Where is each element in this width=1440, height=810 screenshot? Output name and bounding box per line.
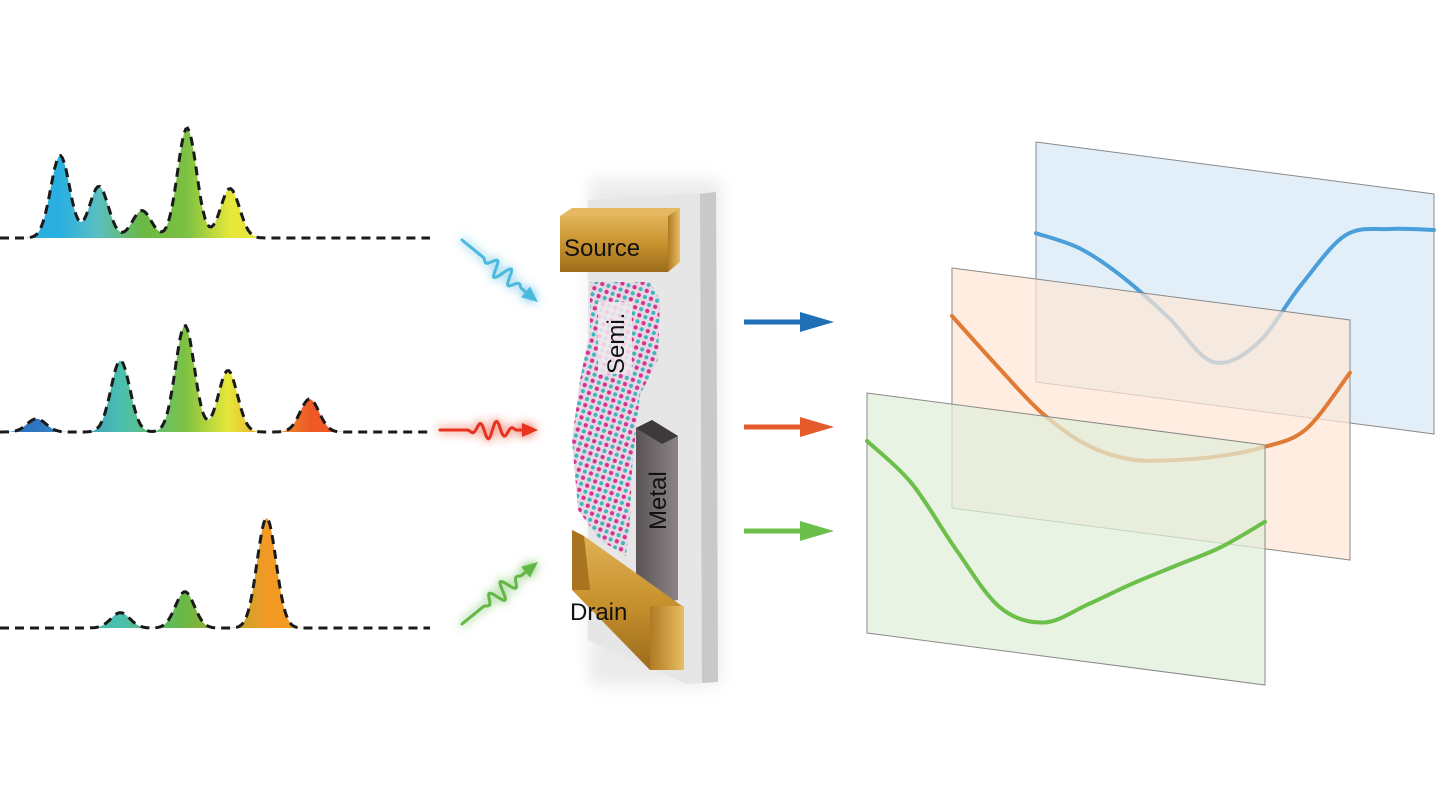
orange-output-arrow-icon <box>744 417 834 437</box>
green-panel <box>865 392 1267 686</box>
spectrum-3 <box>0 516 430 630</box>
semi-label-bg <box>598 302 632 374</box>
output-arrows <box>744 312 834 541</box>
source-label: Source <box>564 235 640 262</box>
panel-plane <box>866 392 1266 686</box>
spectrum-fill <box>0 128 430 238</box>
spectrum-fill <box>0 518 430 628</box>
metal-layer <box>636 420 678 604</box>
input-spectra <box>0 126 430 630</box>
blue-light-arrow-icon <box>460 238 538 302</box>
response-panels <box>865 141 1436 686</box>
red-light-arrow-icon <box>438 419 538 441</box>
semi-label: Semi. <box>603 313 630 374</box>
semiconductor-lattice <box>572 282 660 556</box>
green-light-arrow-icon <box>460 562 538 626</box>
spectrum-outline <box>0 323 430 434</box>
metal-label: Metal <box>645 471 672 530</box>
source-electrode: Source <box>560 208 680 272</box>
spectrum-fill <box>0 325 430 432</box>
phototransistor-device: Semi. Metal Source Drain <box>560 180 720 685</box>
response-curve <box>865 439 1267 625</box>
spectrum-outline <box>0 516 430 630</box>
spectrum-1 <box>0 126 430 240</box>
light-inputs <box>438 238 538 626</box>
drain-label: Drain <box>570 599 627 626</box>
spectrum-2 <box>0 323 430 434</box>
substrate-edge <box>700 192 718 683</box>
blue-output-arrow-icon <box>744 312 834 332</box>
drain-electrode: Drain <box>570 530 684 670</box>
green-output-arrow-icon <box>744 521 834 541</box>
